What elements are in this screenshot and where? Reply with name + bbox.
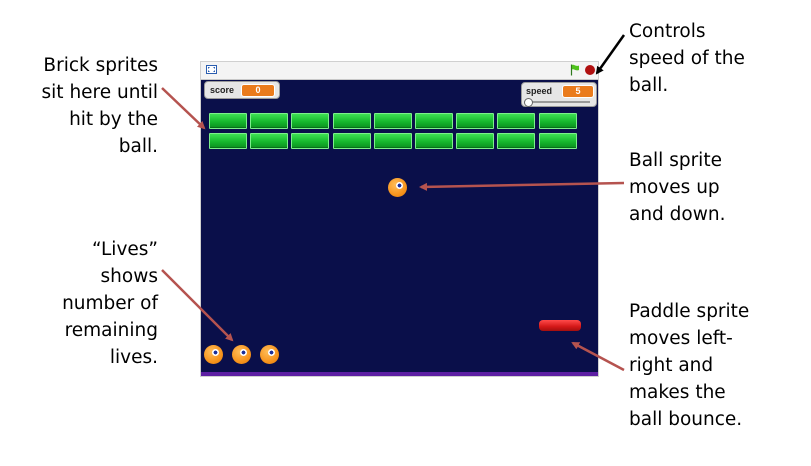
- life-ball-icon: [232, 345, 251, 364]
- annotation-line: ball bounce.: [629, 409, 743, 430]
- brick-sprite: [332, 133, 371, 149]
- brick-sprite: [497, 133, 536, 149]
- brick-sprite: [209, 113, 247, 129]
- brick-sprite: [332, 113, 371, 129]
- life-ball-icon: [260, 345, 279, 364]
- arrow-to-bricks: [161, 87, 206, 130]
- speed-value: 5: [562, 85, 594, 98]
- score-value: 0: [241, 84, 275, 97]
- annotation-line: “Lives”: [91, 239, 158, 260]
- annotation-bricks: Brick sprites sit here until hit by the …: [20, 52, 158, 160]
- brick-sprite: [291, 113, 330, 129]
- annotation-line: makes the: [629, 382, 726, 403]
- ball-sprite: [388, 178, 407, 197]
- annotation-line: sit here until: [41, 82, 158, 103]
- brick-sprite: [415, 113, 453, 129]
- score-monitor: score 0: [204, 81, 280, 99]
- presentation-mode-icon[interactable]: [206, 65, 217, 74]
- annotation-line: and down.: [629, 204, 726, 225]
- arrow-to-speed: [595, 34, 626, 75]
- speed-slider-knob[interactable]: [524, 98, 533, 107]
- brick-sprite: [291, 133, 330, 149]
- game-stage[interactable]: score 0 speed 5: [201, 80, 598, 372]
- annotation-line: number of: [62, 293, 158, 314]
- annotation-line: Ball sprite: [629, 150, 722, 171]
- brick-sprite: [456, 113, 495, 129]
- annotation-line: hit by the: [69, 109, 158, 130]
- brick-sprite: [373, 133, 412, 149]
- brick-sprite: [250, 133, 289, 149]
- speed-monitor: speed 5: [521, 82, 597, 107]
- annotation-speed: Controls speed of the ball.: [629, 18, 799, 99]
- brick-sprite: [538, 133, 577, 149]
- green-flag-icon[interactable]: [570, 64, 580, 76]
- annotation-paddle: Paddle sprite moves left- right and make…: [629, 298, 799, 433]
- annotation-line: moves left-: [629, 328, 733, 349]
- life-ball-icon: [204, 345, 223, 364]
- annotation-line: remaining: [64, 320, 158, 341]
- brick-sprite: [456, 133, 495, 149]
- stage-window: score 0 speed 5: [201, 62, 598, 376]
- score-label: score: [210, 85, 235, 95]
- stop-icon[interactable]: [585, 65, 595, 75]
- annotation-line: right and: [629, 355, 714, 376]
- brick-sprite: [497, 113, 536, 129]
- paddle-sprite: [539, 320, 581, 331]
- annotation-line: ball.: [118, 136, 158, 157]
- brick-sprite: [373, 113, 412, 129]
- annotation-line: lives.: [109, 347, 158, 368]
- speed-slider[interactable]: [524, 98, 590, 107]
- annotation-line: moves up: [629, 177, 720, 198]
- annotation-line: speed of the: [629, 48, 745, 69]
- brick-sprite: [209, 133, 247, 149]
- annotation-lives: “Lives” shows number of remaining lives.: [40, 236, 158, 371]
- stage-floor: [201, 372, 598, 376]
- brick-sprite: [250, 113, 289, 129]
- annotation-line: Paddle sprite: [629, 301, 750, 322]
- annotation-line: shows: [100, 266, 158, 287]
- annotation-line: Brick sprites: [43, 55, 158, 76]
- stage-titlebar: [201, 62, 598, 80]
- annotation-line: ball.: [629, 75, 669, 96]
- annotation-line: Controls: [629, 21, 706, 42]
- brick-sprite: [538, 113, 577, 129]
- annotation-ball: Ball sprite moves up and down.: [629, 147, 799, 228]
- brick-sprite: [415, 133, 453, 149]
- speed-label: speed: [526, 86, 553, 96]
